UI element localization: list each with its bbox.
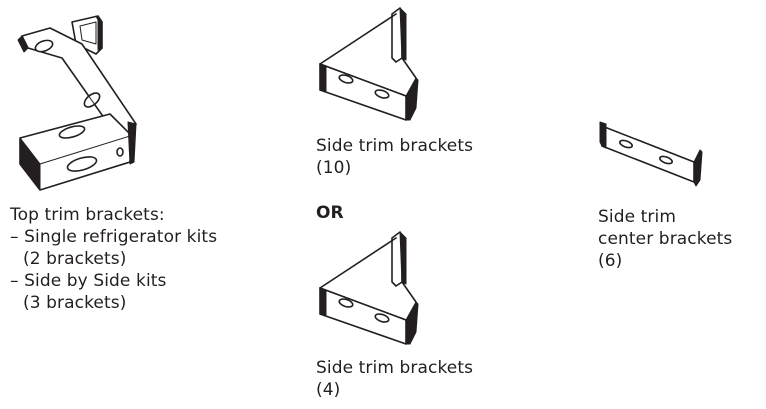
side-trim-center-bracket-illustration — [598, 120, 708, 190]
side-trim-4-qty: (4) — [316, 380, 341, 400]
side-trim-10-caption: Side trim brackets (10) — [316, 135, 473, 179]
center-bracket-line1: Side trim — [598, 207, 677, 227]
top-trim-single-kit: – Single refrigerator kits — [10, 227, 218, 247]
side-trim-10-label: Side trim brackets — [316, 136, 474, 156]
top-trim-bracket-illustration — [10, 14, 140, 194]
side-trim-bracket-4-illustration — [316, 231, 426, 348]
side-trim-bracket-10-illustration — [316, 7, 426, 124]
top-trim-single-qty: (2 brackets) — [23, 249, 127, 269]
side-trim-10-qty: (10) — [316, 158, 352, 178]
center-bracket-line2: center brackets — [598, 229, 733, 249]
top-trim-title: Top trim brackets: — [10, 205, 165, 225]
side-trim-4-caption: Side trim brackets (4) — [316, 357, 473, 401]
center-bracket-qty: (6) — [598, 251, 623, 271]
or-separator: OR — [316, 203, 344, 223]
center-bracket-caption: Side trim center brackets (6) — [598, 206, 732, 272]
top-trim-side-qty: (3 brackets) — [23, 293, 127, 313]
top-trim-side-kit: – Side by Side kits — [10, 271, 167, 291]
side-trim-4-label: Side trim brackets — [316, 358, 474, 378]
top-trim-description: Top trim brackets: – Single refrigerator… — [10, 204, 217, 314]
